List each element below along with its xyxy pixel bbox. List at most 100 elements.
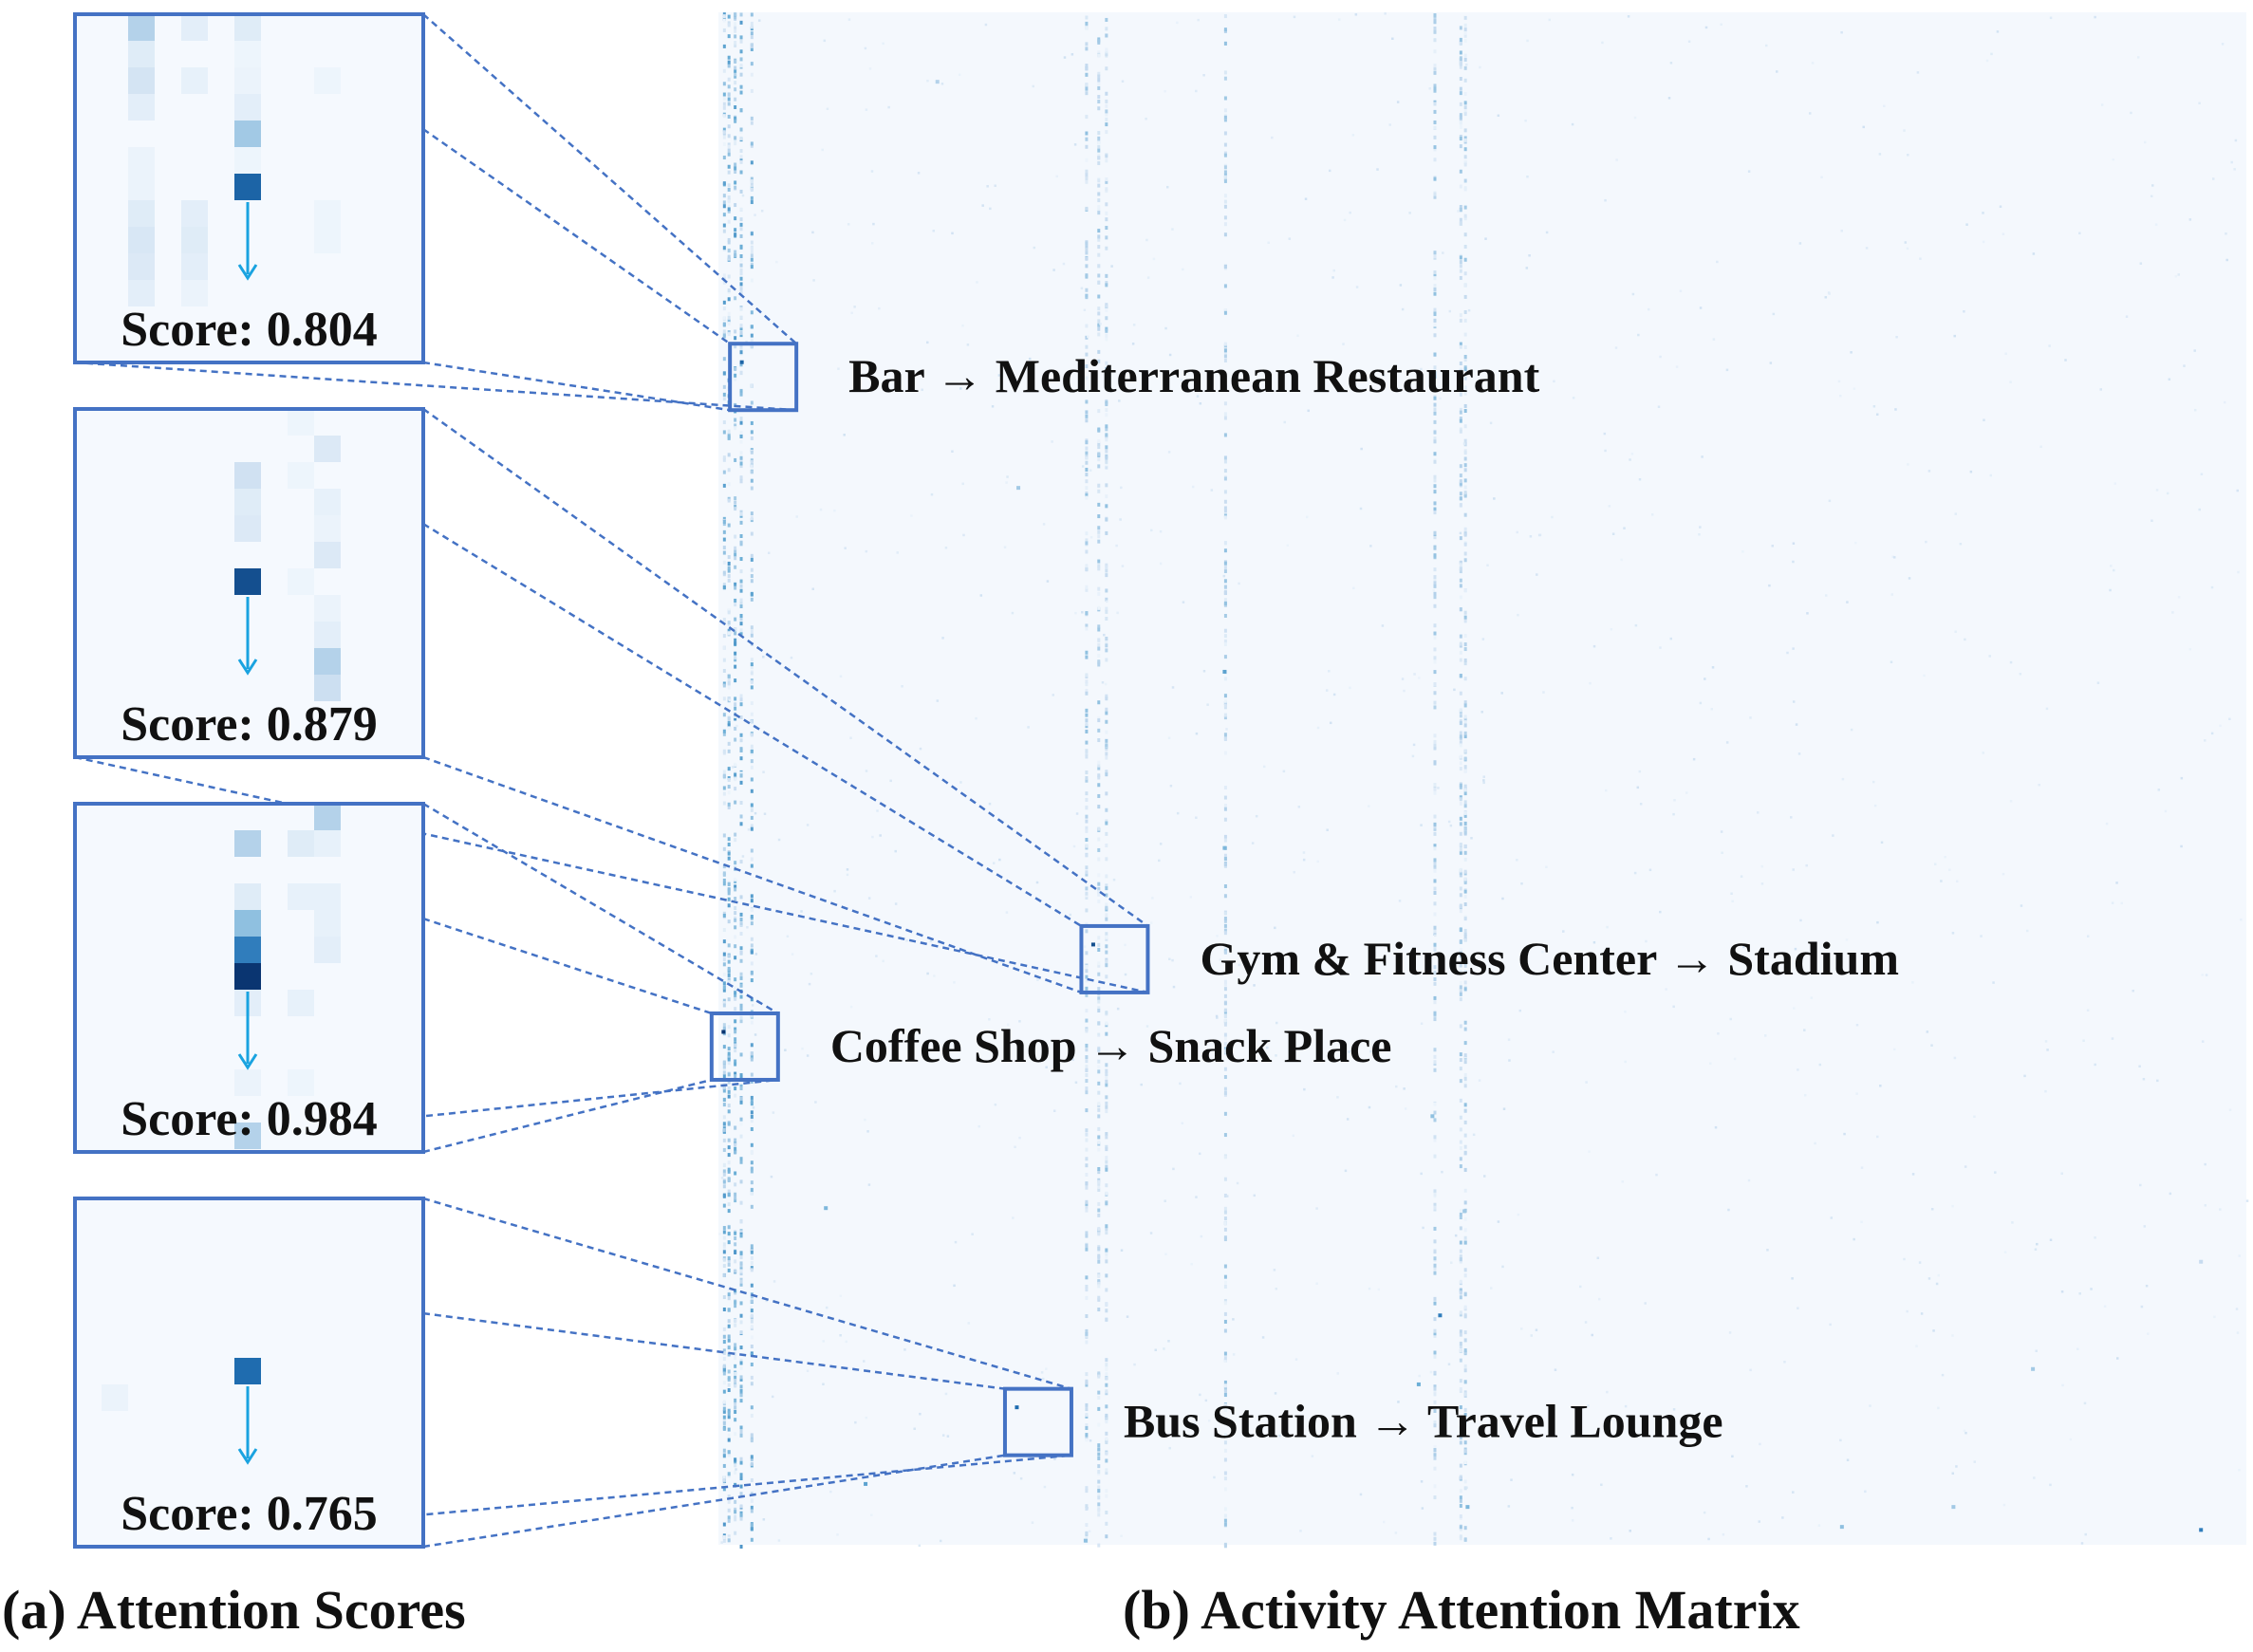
matrix-cell [870,1513,873,1516]
matrix-cell [1119,518,1122,521]
matrix-cell [1097,85,1101,90]
matrix-cell [1433,1048,1437,1052]
matrix-cell [2193,349,2196,352]
matrix-cell [2009,800,2013,803]
matrix-cell [1223,613,1227,618]
matrix-cell [722,1482,725,1486]
matrix-cell [739,49,743,54]
matrix-cell [750,1266,754,1271]
matrix-cell [1457,210,1460,213]
matrix-cell [739,631,743,636]
matrix-cell [722,18,726,23]
matrix-cell [1463,358,1467,362]
matrix-cell [1097,526,1101,530]
matrix-cell [750,1313,754,1318]
matrix-cell [1223,1111,1227,1116]
matrix-cell [1571,122,1574,126]
matrix-cell [1433,158,1437,162]
matrix-cell [1433,88,1437,93]
matrix-cell [1797,1307,1799,1309]
matrix-cell [734,884,737,889]
matrix-cell [734,800,737,805]
matrix-cell [1085,623,1089,628]
matrix-cell [959,387,962,390]
matrix-cell [750,1119,754,1123]
matrix-cell [2113,568,2115,572]
matrix-cell [1085,1157,1089,1161]
matrix-cell [1459,144,1462,149]
matrix-cell [1097,483,1101,488]
matrix-cell [739,1251,743,1255]
matrix-cell [1071,1058,1074,1061]
matrix-cell [1097,760,1101,765]
matrix-cell [722,537,726,542]
matrix-cell [1105,1367,1108,1372]
matrix-cell [1461,1427,1463,1430]
matrix-cell [1223,1216,1227,1221]
matrix-cell [1447,1363,1451,1365]
matrix-cell [1097,106,1101,111]
matrix-cell [2177,273,2181,276]
matrix-cell [1830,1216,1834,1219]
matrix-cell [1223,1284,1227,1289]
matrix-cell [1097,1502,1101,1507]
matrix-cell [1105,326,1108,331]
matrix-cell [734,136,737,140]
matrix-cell [1916,71,1920,74]
matrix-cell [806,824,810,826]
matrix-cell [1071,53,1074,56]
matrix-cell [1105,565,1108,569]
matrix-cell [1085,244,1089,249]
matrix-cell [1223,433,1227,437]
matrix-cell [750,1180,754,1185]
matrix-cell [1964,1431,1967,1435]
matrix-cell [1459,741,1462,746]
matrix-cell [1223,108,1227,113]
matrix-cell [2069,1438,2072,1441]
matrix-cell [734,1300,737,1305]
matrix-cell [727,429,731,434]
matrix-cell [2180,776,2184,780]
matrix-cell [1648,868,1652,872]
matrix-cell [1085,1199,1089,1204]
matrix-cell [989,207,992,211]
matrix-cell [727,1258,731,1263]
matrix-cell [1463,1449,1467,1454]
matrix-cell [1935,1282,1939,1286]
matrix-cell [750,1244,754,1249]
matrix-cell [962,533,965,537]
matrix-cell [1433,287,1437,291]
matrix-cell [1459,342,1462,346]
matrix-cell [1335,362,1339,364]
matrix-cell [727,790,731,795]
matrix-cell [734,546,737,550]
matrix-cell [1085,1043,1089,1048]
matrix-cell [1463,1479,1467,1484]
matrix-cell [734,991,737,995]
matrix-cell [1433,1054,1437,1059]
matrix-cell [722,1415,726,1420]
matrix-cell [1006,475,1009,478]
matrix-cell [739,455,743,460]
matrix-cell [722,1026,726,1030]
matrix-cell [1463,65,1467,70]
matrix-cell [1757,811,1760,814]
matrix-cell [1463,1392,1467,1397]
matrix-cell [1085,115,1089,120]
matrix-cell [1463,257,1467,262]
matrix-cell [727,97,731,102]
matrix-cell [734,664,737,669]
matrix-cell [739,983,743,988]
matrix-cell [1343,218,1347,222]
matrix-cell [1832,834,1834,837]
matrix-cell [1463,937,1467,942]
matrix-cell [734,1418,737,1422]
matrix-cell [1097,1406,1101,1411]
matrix-cell [1463,1076,1467,1081]
matrix-cell [739,921,743,926]
matrix-cell [1085,626,1089,631]
matrix-cell [1463,160,1467,165]
matrix-cell [1433,70,1437,75]
matrix-cell [1934,863,1937,865]
matrix-cell [1105,1471,1108,1476]
